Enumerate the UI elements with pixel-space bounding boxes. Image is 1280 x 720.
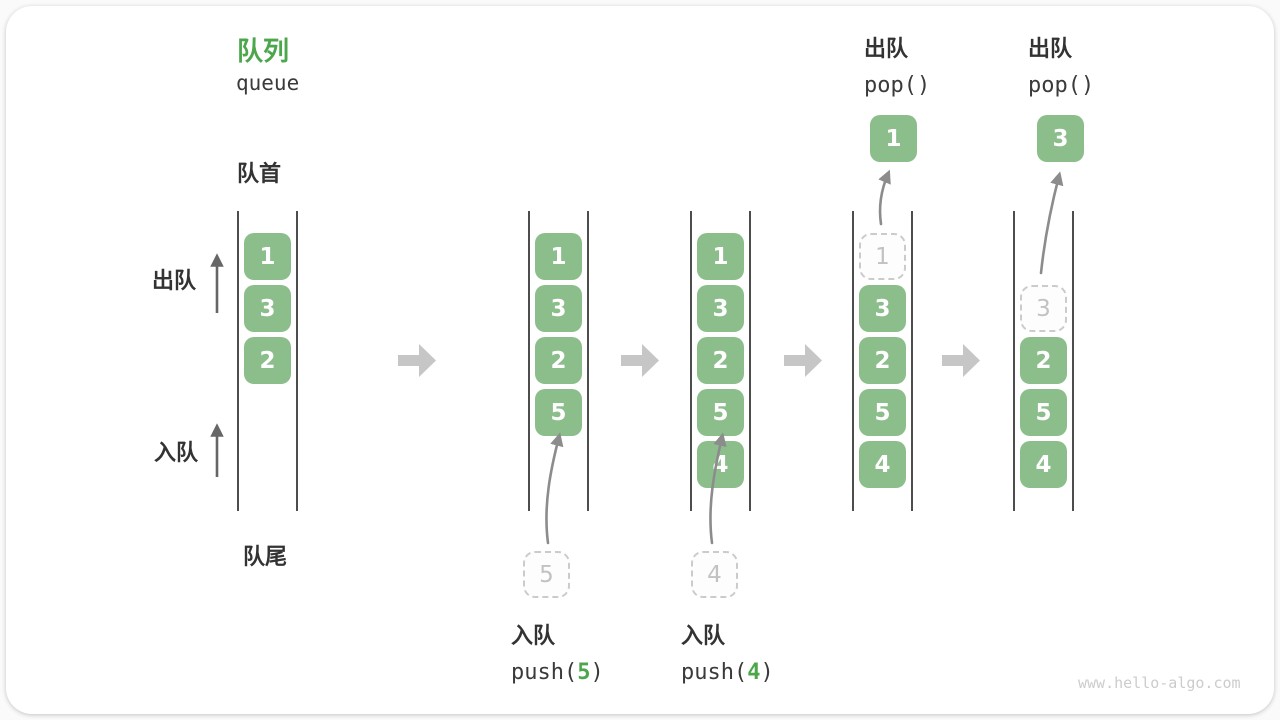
popped-value-box: 1 (870, 115, 917, 162)
dequeue-side-label: 出队 (152, 269, 197, 294)
queue-wall-left (690, 211, 692, 511)
staging-value-box: 4 (691, 551, 738, 598)
queue-cell: 3 (535, 285, 582, 332)
queue-wall-left (237, 211, 239, 511)
enqueue-side-label: 入队 (154, 441, 199, 466)
queue-cell: 4 (859, 441, 906, 488)
pop-zh-label: 出队 (864, 37, 909, 62)
pop-operation-label-1: 出队 pop() (864, 31, 930, 98)
queue-cell: 4 (1020, 441, 1067, 488)
queue-cell: 5 (1020, 389, 1067, 436)
push-code-suffix: ) (590, 660, 604, 685)
queue-rear-label: 队尾 (243, 545, 288, 570)
queue-cell: 3 (244, 285, 291, 332)
push-operation-label-4: 入队 push(4) (681, 618, 774, 685)
queue-cell-removed: 3 (1020, 285, 1067, 332)
push-code-label: push(4) (681, 660, 774, 685)
queue-wall-right (587, 211, 589, 511)
diagram-card (6, 6, 1274, 714)
queue-cell: 5 (697, 389, 744, 436)
push-code-prefix: push( (681, 660, 748, 685)
staging-value-box: 5 (523, 551, 570, 598)
queue-column-4: 1 3 2 5 4 (852, 211, 913, 511)
queue-cell: 3 (859, 285, 906, 332)
queue-front-label: 队首 (237, 162, 282, 187)
pop-zh-label: 出队 (1028, 37, 1073, 62)
queue-cell: 2 (859, 337, 906, 384)
queue-cell-removed: 1 (859, 233, 906, 280)
push-zh-label: 入队 (681, 624, 726, 649)
queue-column-5: 3 2 5 4 (1013, 211, 1074, 511)
queue-cell: 2 (244, 337, 291, 384)
pop-code-label: pop() (864, 73, 931, 98)
queue-cell: 1 (535, 233, 582, 280)
queue-cell: 5 (859, 389, 906, 436)
push-code-label: push(5) (511, 660, 604, 685)
queue-cell: 5 (535, 389, 582, 436)
queue-cell: 1 (697, 233, 744, 280)
queue-wall-right (1072, 211, 1074, 511)
diagram-title-zh: 队列 (237, 37, 290, 67)
popped-value-box: 3 (1037, 115, 1084, 162)
pop-operation-label-2: 出队 pop() (1028, 31, 1094, 98)
queue-column-1: 1 3 2 (237, 211, 298, 511)
queue-cell: 2 (697, 337, 744, 384)
queue-wall-right (911, 211, 913, 511)
queue-cell: 4 (697, 441, 744, 488)
pop-code-label: pop() (1028, 73, 1095, 98)
push-code-arg: 5 (577, 660, 591, 685)
queue-wall-left (852, 211, 854, 511)
push-code-suffix: ) (760, 660, 774, 685)
queue-cell: 1 (244, 233, 291, 280)
diagram-title-en: queue (236, 71, 300, 95)
queue-wall-left (1013, 211, 1015, 511)
queue-wall-right (749, 211, 751, 511)
queue-column-3: 1 3 2 5 4 (690, 211, 751, 511)
queue-wall-left (528, 211, 530, 511)
push-operation-label-5: 入队 push(5) (511, 618, 604, 685)
push-zh-label: 入队 (511, 624, 556, 649)
push-code-prefix: push( (511, 660, 578, 685)
watermark: www.hello-algo.com (1078, 674, 1241, 692)
queue-cell: 2 (1020, 337, 1067, 384)
queue-column-2: 1 3 2 5 (528, 211, 589, 511)
push-code-arg: 4 (747, 660, 761, 685)
queue-cell: 2 (535, 337, 582, 384)
queue-cell: 3 (697, 285, 744, 332)
queue-wall-right (296, 211, 298, 511)
